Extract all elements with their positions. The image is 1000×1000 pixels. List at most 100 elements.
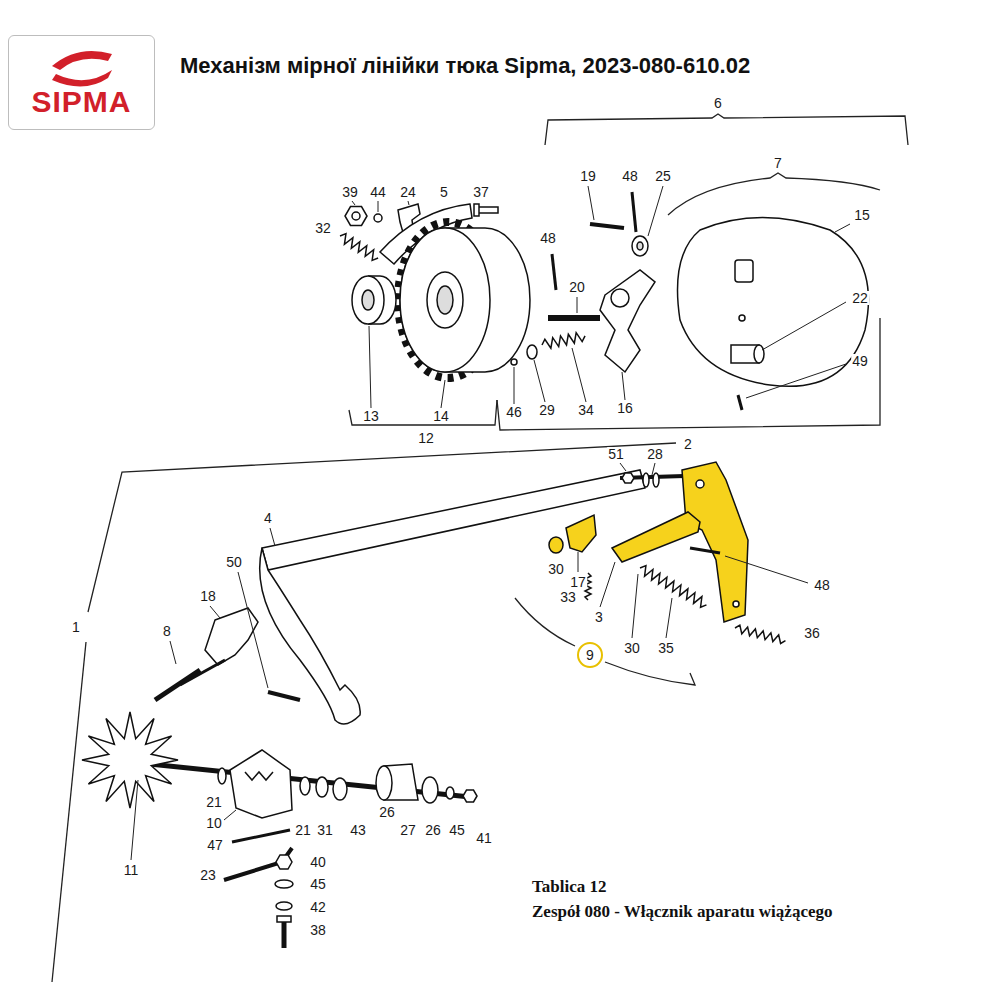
yellow-plate bbox=[682, 462, 748, 622]
callout-number: 15 bbox=[853, 208, 871, 222]
callout-number: 2 bbox=[683, 437, 693, 451]
callout-number: 17 bbox=[569, 575, 587, 589]
leader-line bbox=[378, 201, 379, 212]
leader-line bbox=[666, 598, 672, 638]
callout-number: 21 bbox=[294, 823, 312, 837]
group-bracket bbox=[88, 443, 676, 612]
leader-line bbox=[572, 348, 586, 402]
callout-number: 30 bbox=[623, 641, 641, 655]
callout-number: 29 bbox=[538, 403, 556, 417]
yellow-pawl bbox=[566, 515, 596, 552]
measuring-arm bbox=[262, 470, 645, 570]
knob bbox=[205, 608, 258, 665]
spring bbox=[638, 564, 709, 610]
hole bbox=[733, 601, 739, 607]
callout-number: 30 bbox=[547, 562, 565, 576]
washer-hole bbox=[637, 242, 643, 250]
sipma-logo-mark bbox=[52, 51, 112, 87]
drum-hub bbox=[427, 272, 463, 328]
sipma-logo-mark bbox=[52, 70, 112, 87]
rod bbox=[224, 848, 292, 880]
callout-number: 43 bbox=[349, 823, 367, 837]
callout-number: 45 bbox=[448, 823, 466, 837]
leader-line bbox=[224, 810, 236, 820]
group-bracket bbox=[545, 114, 908, 145]
pin bbox=[690, 548, 720, 553]
cam-plate bbox=[678, 218, 869, 387]
leader-line bbox=[441, 380, 445, 408]
spring bbox=[541, 331, 586, 350]
callout-number: 48 bbox=[621, 169, 639, 183]
callout-number: 34 bbox=[577, 403, 595, 417]
yellow-washer bbox=[549, 537, 563, 553]
pin bbox=[738, 395, 742, 410]
leader-line bbox=[652, 463, 655, 475]
callout-number: 26 bbox=[424, 823, 442, 837]
callout-number: 25 bbox=[654, 169, 672, 183]
page-title: Механізм мірної лінійки тюка Sipma, 2023… bbox=[180, 55, 750, 77]
nut bbox=[463, 790, 477, 802]
pin bbox=[590, 224, 624, 228]
callout-number: 46 bbox=[505, 405, 523, 419]
cam-slot bbox=[735, 260, 753, 282]
bolt bbox=[282, 922, 287, 948]
pin bbox=[232, 830, 290, 842]
washer bbox=[316, 777, 328, 797]
pin bbox=[552, 254, 556, 290]
hub bbox=[376, 766, 392, 800]
leader-line bbox=[577, 297, 578, 313]
callout-number: 24 bbox=[399, 185, 417, 199]
leader-line bbox=[514, 367, 515, 404]
leader-line bbox=[620, 463, 626, 471]
part bbox=[338, 192, 869, 410]
starburst bbox=[82, 712, 178, 808]
pin bbox=[548, 315, 600, 321]
leader-line bbox=[835, 224, 850, 232]
callout-number: 50 bbox=[225, 555, 243, 569]
callout-number: 28 bbox=[646, 447, 664, 461]
leader-line bbox=[578, 552, 579, 572]
callout-number: 20 bbox=[568, 280, 586, 294]
washer bbox=[446, 787, 454, 799]
leader-line bbox=[131, 780, 138, 860]
spring bbox=[338, 232, 381, 263]
callout-number: 44 bbox=[369, 185, 387, 199]
callout-number: 45 bbox=[309, 877, 327, 891]
nut bbox=[622, 473, 634, 483]
washer bbox=[276, 902, 292, 910]
washer bbox=[643, 473, 649, 487]
callout-number: 36 bbox=[803, 626, 821, 640]
shaft bbox=[130, 762, 470, 797]
bearing bbox=[352, 276, 384, 324]
measuring-arm-hook bbox=[260, 548, 361, 724]
callout-number: 32 bbox=[314, 221, 332, 235]
callout-number: 42 bbox=[309, 900, 327, 914]
leader-line bbox=[746, 364, 846, 398]
leader-line bbox=[369, 326, 371, 408]
callout-number: 48 bbox=[539, 231, 557, 245]
part bbox=[82, 462, 786, 948]
callout-number: 22 bbox=[851, 291, 869, 305]
bearing-hole bbox=[362, 290, 374, 310]
washer bbox=[527, 345, 537, 359]
group-bracket bbox=[668, 173, 880, 215]
bracket bbox=[230, 750, 292, 818]
spring bbox=[734, 624, 786, 644]
leader-line bbox=[408, 201, 409, 205]
hole bbox=[696, 480, 704, 488]
drum-hole bbox=[437, 286, 453, 314]
washer bbox=[275, 880, 293, 888]
drum bbox=[400, 228, 530, 372]
callout-number: 13 bbox=[362, 409, 380, 423]
callout-number: 12 bbox=[417, 431, 435, 445]
leader-line bbox=[352, 201, 355, 205]
yellow-link bbox=[612, 512, 700, 562]
washer bbox=[333, 778, 347, 800]
washer bbox=[300, 777, 310, 795]
callout-number: 7 bbox=[773, 156, 783, 170]
callout-number: 16 bbox=[616, 401, 634, 415]
bracket-teeth bbox=[245, 772, 273, 780]
leader-line bbox=[762, 302, 846, 350]
callout-number: 19 bbox=[579, 169, 597, 183]
